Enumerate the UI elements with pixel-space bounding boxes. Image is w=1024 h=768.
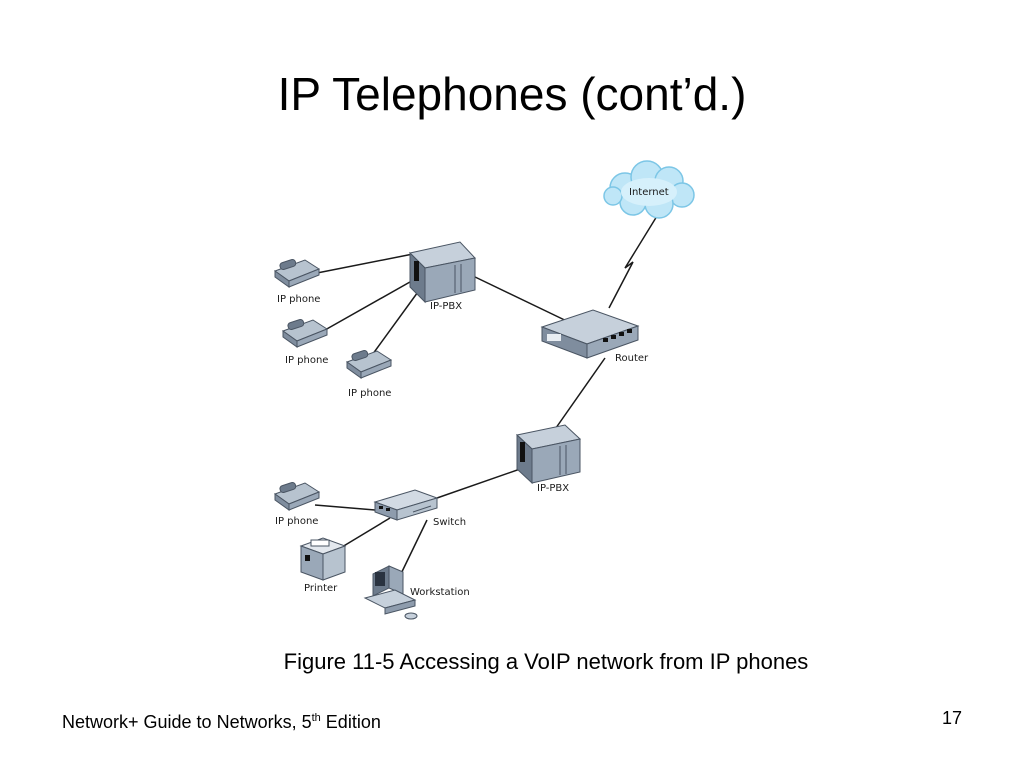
- slide-title: IP Telephones (cont’d.): [277, 68, 747, 120]
- ip-phone-1-label: IP phone: [277, 294, 320, 305]
- page-number: 17: [941, 708, 962, 728]
- ip-pbx-top-server-icon: [409, 241, 476, 304]
- ip-phone-4-icon: [273, 482, 321, 511]
- ip-pbx-bottom-label: IP-PBX: [537, 483, 569, 494]
- ip-phone-3-icon: [345, 350, 393, 379]
- link-pbx2-switch: [436, 467, 524, 499]
- router-icon: [540, 309, 640, 359]
- link-phone2-pbx: [324, 277, 418, 331]
- ip-phone-3-label: IP phone: [348, 388, 391, 399]
- switch-icon: [373, 489, 439, 521]
- workstation-computer-icon: [363, 565, 418, 620]
- printer-icon: [299, 537, 347, 581]
- ip-pbx-top-label: IP-PBX: [430, 301, 462, 312]
- link-phone3-pbx: [366, 284, 424, 363]
- footer-text: Network+ Guide to Networks, 5: [62, 712, 312, 732]
- footer-course-title: Network+ Guide to Networks, 5th Edition: [62, 706, 381, 734]
- figure-caption: Figure 11-5 Accessing a VoIP network fro…: [283, 649, 809, 674]
- link-phone4-switch: [314, 504, 376, 511]
- internet-label: Internet: [629, 187, 669, 198]
- footer-superscript: th: [311, 712, 321, 724]
- switch-label: Switch: [433, 517, 466, 528]
- network-diagram: Internet IP-PBX Router IP-PBX IP: [273, 160, 695, 620]
- ip-phone-2-icon: [281, 319, 329, 348]
- link-router-pbx2: [550, 357, 606, 436]
- printer-label: Printer: [304, 583, 338, 594]
- connection-lines: [314, 215, 658, 583]
- link-pbx-router: [472, 275, 576, 326]
- router-label: Router: [615, 353, 649, 364]
- footer-tail: Edition: [320, 712, 381, 732]
- ip-pbx-bottom-server-icon: [515, 424, 582, 485]
- link-router-internet: [608, 215, 658, 309]
- link-phone1-pbx: [316, 253, 414, 274]
- workstation-label: Workstation: [410, 587, 470, 598]
- ip-phone-2-label: IP phone: [285, 355, 328, 366]
- ip-phone-1-icon: [273, 259, 321, 288]
- link-printer-switch: [336, 517, 391, 551]
- internet-cloud-icon: [603, 160, 695, 219]
- ip-phone-4-label: IP phone: [275, 516, 318, 527]
